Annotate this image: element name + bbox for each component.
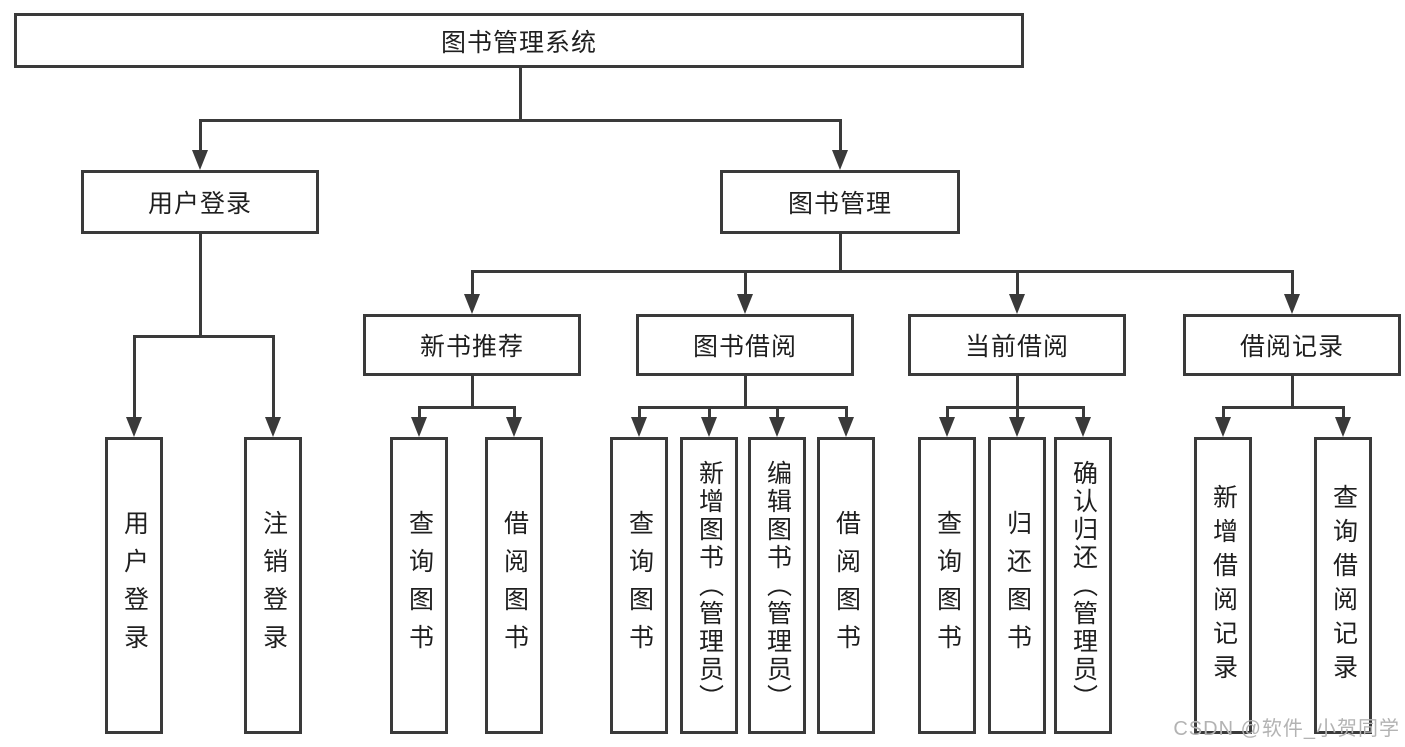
node-new-book-recommendation: 新书推荐 [363, 314, 581, 376]
node-label: 当前借阅 [964, 333, 1069, 361]
leaf-logout: 注销登录 [244, 437, 302, 734]
leaf-borrow-books-recommendation: 借阅图书 [485, 437, 543, 734]
arrow-stem [1015, 407, 1019, 419]
arrow-down-icon [737, 294, 753, 314]
connector-rail [1221, 405, 1345, 409]
arrow-down-icon [1335, 417, 1351, 437]
connector-rail [637, 405, 848, 409]
arrow-down-icon [631, 417, 647, 437]
node-label: 注销登录 [259, 509, 288, 662]
connector-stub [518, 68, 522, 122]
connector-stub [743, 376, 747, 409]
arrow-stem [743, 271, 747, 296]
arrow-down-icon [1009, 294, 1025, 314]
connector-stub [1015, 376, 1019, 409]
arrow-down-icon [838, 417, 854, 437]
arrow-stem [1341, 407, 1345, 419]
arrow-stem [775, 407, 779, 419]
node-label: 借阅图书 [500, 509, 529, 662]
arrow-down-icon [769, 417, 785, 437]
node-library-management-system: 图书管理系统 [14, 13, 1024, 68]
leaf-query-books-current: 查询图书 [918, 437, 976, 734]
arrow-down-icon [1215, 417, 1231, 437]
leaf-confirm-return-admin: 确认归还（管理员） [1054, 437, 1112, 734]
watermark: CSDN @软件_小贺同学 [1173, 718, 1400, 740]
arrow-down-icon [506, 417, 522, 437]
leaf-add-borrow-record: 新增借阅记录 [1194, 437, 1252, 734]
arrow-stem [1081, 407, 1085, 419]
leaf-add-book-admin: 新增图书（管理员） [680, 437, 738, 734]
node-label: 用户登录 [147, 190, 252, 218]
node-label: 图书管理系统 [440, 28, 597, 57]
node-user-login: 用户登录 [81, 170, 319, 234]
node-label: 归还图书 [1003, 509, 1032, 662]
leaf-query-books-recommendation: 查询图书 [390, 437, 448, 734]
node-label: 借阅图书 [832, 509, 861, 662]
arrow-down-icon [411, 417, 427, 437]
node-label: 查询图书 [933, 509, 962, 662]
connector-stub [838, 234, 842, 273]
arrow-stem [1015, 271, 1019, 296]
arrow-stem [637, 407, 641, 419]
arrow-down-icon [1284, 294, 1300, 314]
arrow-stem [132, 336, 136, 419]
node-label: 新增借阅记录 [1209, 483, 1238, 688]
arrow-down-icon [939, 417, 955, 437]
connector-rail [417, 405, 516, 409]
node-label: 新书推荐 [419, 333, 524, 361]
arrow-down-icon [265, 417, 281, 437]
leaf-return-books: 归还图书 [988, 437, 1046, 734]
node-label: 借阅记录 [1239, 333, 1344, 361]
node-current-borrowing: 当前借阅 [908, 314, 1126, 376]
arrow-stem [470, 271, 474, 296]
leaf-borrow-books-borrowing: 借阅图书 [817, 437, 875, 734]
arrow-down-icon [701, 417, 717, 437]
node-book-management: 图书管理 [720, 170, 960, 234]
arrow-stem [1221, 407, 1225, 419]
connector-rail [132, 334, 275, 338]
arrow-down-icon [1009, 417, 1025, 437]
leaf-query-books-borrowing: 查询图书 [610, 437, 668, 734]
arrow-down-icon [832, 150, 848, 170]
leaf-user-login: 用户登录 [105, 437, 163, 734]
arrow-stem [707, 407, 711, 419]
arrow-down-icon [126, 417, 142, 437]
connector-stub [470, 376, 474, 409]
arrow-down-icon [1075, 417, 1091, 437]
node-label: 查询图书 [625, 509, 654, 662]
arrow-stem [945, 407, 949, 419]
arrow-stem [1290, 271, 1294, 296]
node-label: 图书管理 [787, 190, 892, 218]
node-borrowing-records: 借阅记录 [1183, 314, 1401, 376]
node-label: 编辑图书（管理员） [763, 459, 792, 712]
arrow-stem [198, 120, 202, 152]
arrow-stem [844, 407, 848, 419]
node-label: 用户登录 [120, 509, 149, 662]
node-label: 查询借阅记录 [1329, 483, 1358, 688]
connector-rail [198, 118, 842, 122]
leaf-query-borrow-record: 查询借阅记录 [1314, 437, 1372, 734]
connector-stub [198, 234, 202, 338]
node-label: 新增图书（管理员） [695, 459, 724, 712]
node-label: 确认归还（管理员） [1069, 459, 1098, 712]
arrow-stem [417, 407, 421, 419]
arrow-down-icon [192, 150, 208, 170]
node-label: 查询图书 [405, 509, 434, 662]
node-book-borrowing: 图书借阅 [636, 314, 854, 376]
connector-rail [470, 269, 1294, 273]
connector-stub [1290, 376, 1294, 409]
arrow-stem [838, 120, 842, 152]
leaf-edit-book-admin: 编辑图书（管理员） [748, 437, 806, 734]
arrow-stem [271, 336, 275, 419]
arrow-down-icon [464, 294, 480, 314]
node-label: 图书借阅 [692, 333, 797, 361]
arrow-stem [512, 407, 516, 419]
connector-rail [945, 405, 1085, 409]
